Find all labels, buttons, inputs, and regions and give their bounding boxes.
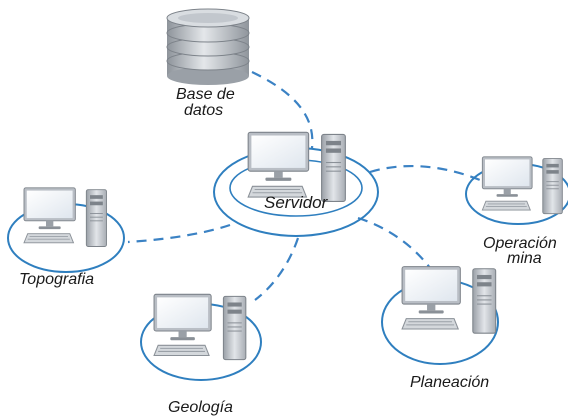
- geologia-label: Geología: [168, 399, 233, 416]
- topografia-label: Topografia: [19, 271, 95, 288]
- operacion-label-line1: Operación: [483, 235, 557, 252]
- geologia-computer-icon: [153, 293, 247, 361]
- operacion-label-line2: mina: [507, 250, 542, 267]
- database-label-line1: Base de: [176, 86, 235, 103]
- topografia-computer-icon: [23, 187, 107, 247]
- connection-lines: [127, 71, 481, 301]
- server-computer-icon: [247, 131, 346, 202]
- link-server-planeacion: [357, 216, 431, 269]
- operacion-computer-icon: [481, 156, 563, 215]
- link-server-topografia: [127, 223, 231, 244]
- database-label-line2: datos: [184, 102, 224, 119]
- link-server-geologia: [254, 237, 300, 301]
- planeacion-label: Planeación: [410, 374, 490, 391]
- server-label: Servidor: [264, 193, 328, 212]
- planeacion-computer-icon: [401, 266, 497, 334]
- database-icon: [166, 8, 250, 85]
- link-server-operacion: [369, 164, 481, 182]
